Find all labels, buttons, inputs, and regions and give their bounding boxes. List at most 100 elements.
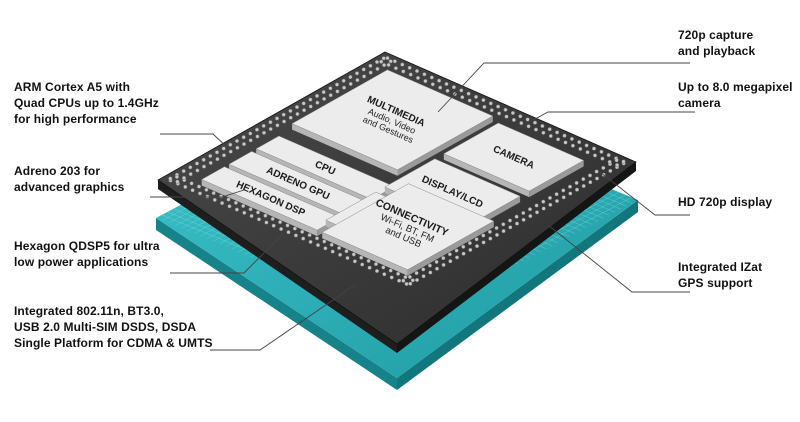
chip-pin (393, 66, 398, 71)
block-side (397, 116, 493, 176)
chip-pin (528, 207, 533, 212)
chip-pin (226, 197, 231, 202)
chip-pin (428, 270, 433, 275)
chip-pin (292, 226, 297, 231)
chip-pin (574, 180, 579, 185)
chip-pin (474, 237, 479, 242)
chip-pin (268, 120, 273, 125)
chip-pin (270, 216, 275, 221)
callout-connectivity: Integrated 802.11n, BT3.0, USB 2.0 Multi… (14, 303, 213, 351)
chip-pin (496, 104, 501, 109)
chip-pin (448, 259, 453, 264)
chip-pin (621, 159, 626, 164)
chip-pin (451, 85, 456, 90)
chip-pin (295, 105, 300, 110)
chip-pin (328, 86, 333, 91)
chip-pin (518, 114, 523, 119)
callout-line: advanced graphics (14, 180, 125, 194)
chip-pin (219, 194, 224, 199)
chip-pin (508, 218, 513, 223)
chip-pin (315, 236, 320, 241)
chip-pin (221, 146, 226, 151)
chip-pin (568, 191, 573, 196)
chip-pin (288, 108, 293, 113)
chip-pin (220, 201, 225, 206)
chip-pin (515, 221, 520, 226)
callout-capture: 720p capture and playback (678, 27, 755, 59)
callout-line: ARM Cortex A5 with (14, 80, 131, 94)
chip-pin (189, 181, 194, 186)
chip-pin (330, 249, 335, 254)
chip-pin (581, 183, 586, 188)
chip-pin (423, 79, 428, 84)
leader-dsp (170, 234, 283, 274)
chip-pin (389, 275, 394, 280)
chip-pin (308, 239, 313, 244)
callout-line: Quad CPUs up to 1.4GHz (14, 96, 159, 110)
callout-line: Up to 8.0 megapixel (678, 80, 793, 94)
chip-pin (540, 123, 545, 128)
chip-pin (256, 210, 261, 215)
chip-pin (454, 248, 459, 253)
chip-pin (407, 65, 412, 70)
chip-pin (322, 96, 327, 101)
leader-cpu (160, 133, 231, 151)
chip-pin (421, 274, 426, 279)
chip-pin (196, 184, 201, 189)
chip-pin (592, 146, 597, 151)
chip-pin (495, 232, 500, 237)
chip-pin (497, 111, 502, 116)
chip-pin (249, 213, 254, 218)
chip-pin (338, 252, 343, 257)
chip-pin (295, 111, 300, 116)
chip-pin (547, 127, 552, 132)
block-top (291, 69, 494, 171)
chip-pin (593, 153, 598, 158)
chip-pin (183, 184, 188, 189)
chip-pin (248, 131, 253, 136)
chip-pin (508, 225, 513, 230)
chip-pin (366, 258, 371, 263)
chip-pin (360, 262, 365, 267)
chip-pin (577, 140, 582, 145)
callout-line: for high performance (14, 112, 137, 126)
chip-pin (257, 217, 262, 222)
chip-pin (554, 192, 559, 197)
chip-pin (555, 130, 560, 135)
chip-pin (241, 142, 246, 147)
block-side (407, 221, 494, 276)
chip-pin (468, 247, 473, 252)
chip-pin (181, 175, 186, 180)
chip-pin (415, 278, 420, 283)
chip-pin (410, 278, 415, 283)
chip-pin (352, 259, 357, 264)
chip-pin (570, 143, 575, 148)
chip-pin (215, 157, 220, 162)
chip-side-right (397, 162, 636, 353)
chip-pin (379, 59, 384, 64)
chip-pin (315, 93, 320, 98)
leader-gpu (150, 189, 245, 198)
chip-pin (254, 127, 259, 132)
chip-pin (400, 62, 405, 67)
chip-pin (308, 97, 313, 102)
chip-pin (188, 172, 193, 177)
chip-pin (434, 259, 439, 264)
leader-lines (150, 62, 695, 351)
block-top (201, 166, 341, 231)
chip-pin (561, 195, 566, 200)
chip-pin (368, 63, 373, 68)
chip-pin (348, 75, 353, 80)
chip-pin (261, 123, 266, 128)
chip-pin (488, 236, 493, 241)
chip-pin (188, 165, 193, 170)
chip-pin (362, 74, 367, 79)
chip-pin (606, 153, 611, 158)
chip-pin (341, 78, 346, 83)
chip-pin (504, 114, 509, 119)
chip-pin (279, 226, 284, 231)
callout-line: camera (678, 96, 721, 110)
